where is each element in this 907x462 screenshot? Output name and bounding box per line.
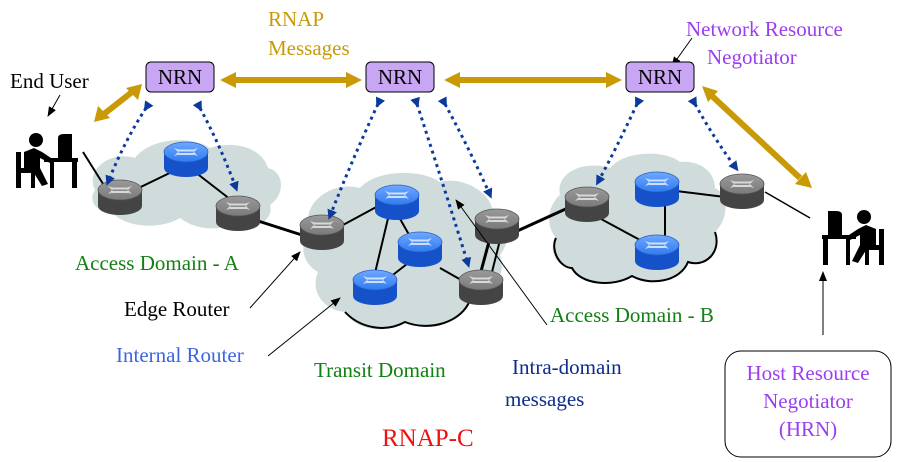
rnap-arrow-nrn-a-transit	[220, 72, 362, 88]
edge-router-a-left	[97, 179, 143, 216]
hrn-box: Host Resource Negotiator (HRN)	[724, 350, 892, 458]
internal-router-transit-middle	[397, 231, 443, 268]
end-user-left-icon	[16, 133, 78, 188]
end-user-right-icon	[822, 210, 884, 265]
cloud-access-domain-b	[549, 153, 726, 284]
internal-router-b-bottom	[634, 234, 680, 271]
internal-router-b-top	[634, 171, 680, 208]
access-domain-b-label: Access Domain - B	[550, 303, 714, 327]
internal-router-label: Internal Router	[116, 343, 244, 367]
internal-router-transit-bottom	[352, 269, 398, 306]
rnap-c-title: RNAP-C	[382, 425, 474, 452]
hrn-label-line1: Host Resource	[746, 361, 869, 385]
hrn-label-line3: (HRN)	[779, 417, 837, 441]
access-domain-a-label: Access Domain - A	[75, 251, 240, 275]
edge-router-transit-right-bottom	[458, 269, 504, 306]
rnap-arrow-transit-nrn-b	[444, 72, 622, 88]
rnap-arrow-nrn-b-user	[702, 86, 812, 188]
edge-router-transit-left	[299, 214, 345, 251]
rnap-messages-label-line2: Messages	[268, 36, 350, 60]
annotation-pointers	[47, 37, 827, 357]
internal-router-a	[163, 141, 209, 178]
nrn-node-b[interactable]: NRN	[625, 61, 695, 93]
edge-router-b-right	[719, 173, 765, 210]
network-resource-negotiator-label-line2: Negotiator	[707, 45, 797, 69]
edge-router-a-right	[215, 195, 261, 232]
edge-router-label: Edge Router	[124, 297, 230, 321]
intra-domain-arrows	[105, 96, 739, 268]
rnap-messages-label-line1: RNAP	[268, 7, 324, 31]
nrn-label: NRN	[158, 65, 202, 89]
hrn-label-line2: Negotiator	[763, 389, 853, 413]
rnap-arrow-user-nrn-a	[94, 84, 142, 122]
internal-router-transit-top	[374, 184, 420, 221]
nrn-node-a[interactable]: NRN	[145, 61, 215, 93]
network-resource-negotiator-label-line1: Network Resource	[686, 17, 843, 41]
nrn-label: NRN	[638, 65, 682, 89]
transit-domain-label: Transit Domain	[314, 358, 446, 382]
end-user-label: End User	[10, 69, 89, 93]
intra-domain-messages-label-line2: messages	[505, 387, 584, 411]
edge-router-transit-right-top	[474, 208, 520, 245]
nrn-label: NRN	[378, 65, 422, 89]
edge-router-b-left	[564, 186, 610, 223]
intra-domain-messages-label-line1: Intra-domain	[512, 355, 622, 379]
nrn-node-transit[interactable]: NRN	[365, 61, 435, 93]
